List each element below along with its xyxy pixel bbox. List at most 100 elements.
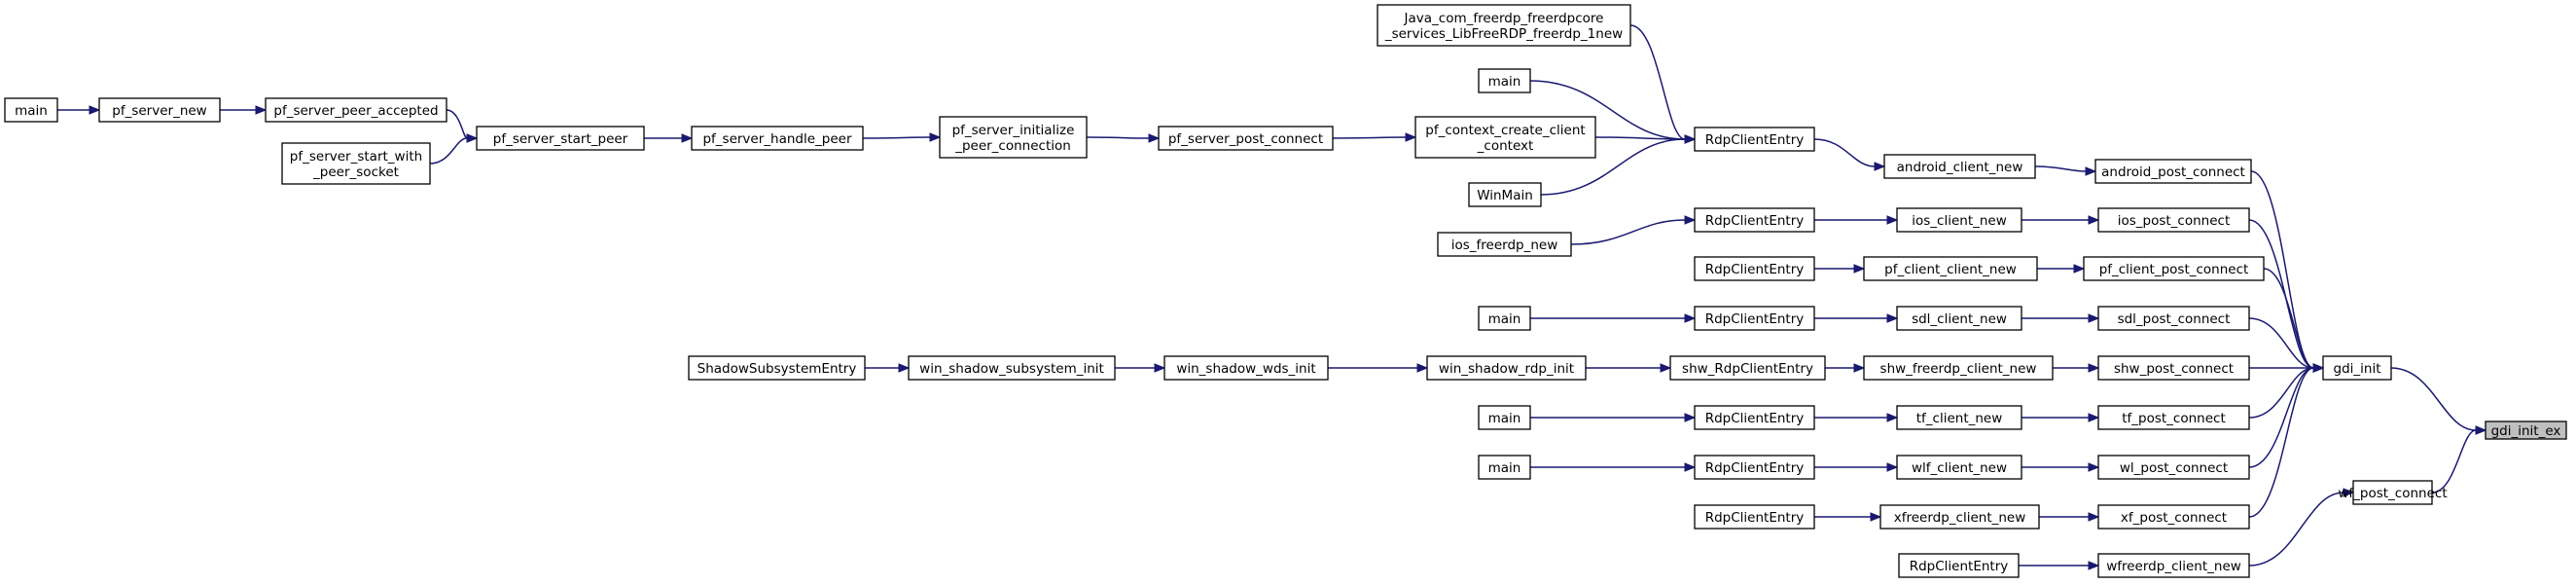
arrow-head	[2312, 363, 2325, 373]
edge-rdp-tf-to-tf-client-new	[1813, 413, 1899, 422]
node-main-android[interactable]: main	[1478, 68, 1531, 93]
node-wfreerdp-client-new[interactable]: wfreerdp_client_new	[2097, 553, 2250, 578]
arrow-head	[1853, 264, 1866, 274]
node-main-wlf[interactable]: main	[1478, 455, 1531, 480]
node-label: win_shadow_wds_init	[1176, 361, 1315, 377]
edge-line	[2034, 165, 2087, 172]
edge-xfreerdp-client-new-to-xf-post-connect	[2039, 512, 2100, 522]
node-rdp-tf[interactable]: RdpClientEntry	[1694, 405, 1815, 430]
edge-win-shadow-wds-init-to-win-shadow-rdp-init	[1327, 363, 1429, 373]
node-label: RdpClientEntry	[1705, 262, 1805, 277]
node-rdp-pf[interactable]: RdpClientEntry	[1694, 256, 1815, 281]
node-label: RdpClientEntry	[1705, 213, 1805, 229]
node-rdp-wf[interactable]: RdpClientEntry	[1898, 553, 2020, 578]
arrow-head	[466, 133, 479, 143]
arrow-head	[1684, 215, 1697, 225]
node-pf-server-post-connect[interactable]: pf_server_post_connect	[1158, 126, 1334, 151]
node-pf-client-client-new[interactable]: pf_client_client_new	[1863, 256, 2038, 281]
edge-rdp-sdl-to-sdl-client-new	[1814, 313, 1899, 323]
node-wl-post-connect[interactable]: wl_post_connect	[2097, 455, 2250, 480]
arrow-head	[1684, 413, 1697, 422]
node-label: android_post_connect	[2101, 165, 2245, 180]
node-rdp-sdl[interactable]: RdpClientEntry	[1694, 306, 1815, 331]
node-ios-freerdp-new[interactable]: ios_freerdp_new	[1437, 232, 1572, 257]
node-pf-server-new[interactable]: pf_server_new	[98, 97, 221, 123]
arrow-head	[1154, 363, 1166, 373]
node-main-pf[interactable]: main	[4, 97, 58, 123]
arrow-head	[1148, 133, 1161, 143]
node-rdp-xf[interactable]: RdpClientEntry	[1694, 504, 1815, 530]
node-rdp-wlf[interactable]: RdpClientEntry	[1694, 455, 1815, 480]
node-box	[2322, 355, 2392, 381]
arrow-head	[1660, 363, 1672, 373]
node-tf-client-new[interactable]: tf_client_new	[1896, 405, 2022, 430]
node-pf-context-create[interactable]: pf_context_create_client_context	[1414, 116, 1596, 159]
node-label: pf_server_peer_accepted	[273, 103, 438, 119]
node-main-tf[interactable]: main	[1478, 405, 1531, 430]
node-android-client-new[interactable]: android_client_new	[1883, 154, 2036, 179]
edge-shw-freerdp-client-new-to-shw-post-connect	[2052, 363, 2100, 373]
node-android-post-connect[interactable]: android_post_connect	[2094, 159, 2252, 184]
node-tf-post-connect[interactable]: tf_post_connect	[2097, 405, 2250, 430]
node-box	[2097, 355, 2250, 381]
arrow-head	[2088, 462, 2100, 472]
node-wlf-client-new[interactable]: wlf_client_new	[1896, 455, 2022, 480]
node-label: pf_context_create_client	[1425, 123, 1585, 138]
node-shw-freerdp-client-new[interactable]: shw_freerdp_client_new	[1863, 355, 2054, 381]
node-box	[1163, 355, 1329, 381]
arrow-head	[2475, 425, 2487, 435]
node-label: gdi_init_ex	[2491, 423, 2561, 439]
arrow-head	[1874, 162, 1886, 171]
node-win-shadow-wds-init[interactable]: win_shadow_wds_init	[1163, 355, 1329, 381]
node-win-shadow-subsystem-init[interactable]: win_shadow_subsystem_init	[908, 355, 1116, 381]
node-pf-server-initialize[interactable]: pf_server_initialize_peer_connection	[939, 116, 1088, 159]
edge-rdp-android-to-android-client-new	[1813, 138, 1886, 171]
node-ShadowSubsystemEntry[interactable]: ShadowSubsystemEntry	[688, 355, 866, 381]
node-pf-server-start-peer[interactable]: pf_server_start_peer	[476, 126, 645, 151]
node-pf-server-peer-accepted[interactable]: pf_server_peer_accepted	[265, 97, 447, 123]
node-box	[1898, 553, 2020, 578]
node-rdp-android[interactable]: RdpClientEntry	[1694, 127, 1815, 152]
node-label: main	[1488, 311, 1521, 327]
node-label: pf_client_client_new	[1884, 262, 2017, 277]
node-box	[1694, 256, 1815, 281]
node-xf-post-connect[interactable]: xf_post_connect	[2097, 504, 2250, 530]
node-label: shw_freerdp_client_new	[1880, 361, 2037, 377]
node-box	[2097, 455, 2250, 480]
edge-gdi-init-to-gdi-init-ex	[2390, 367, 2487, 435]
node-ios-client-new[interactable]: ios_client_new	[1896, 207, 2022, 233]
node-win-shadow-rdp-init[interactable]: win_shadow_rdp_init	[1426, 355, 1587, 381]
node-winmain[interactable]: WinMain	[1468, 182, 1542, 207]
node-shw-RdpClientEntry[interactable]: shw_RdpClientEntry	[1669, 355, 1826, 381]
node-box	[1478, 306, 1531, 331]
edge-line	[1813, 138, 1876, 167]
node-gdi-init[interactable]: gdi_init	[2322, 355, 2392, 381]
node-sdl-post-connect[interactable]: sdl_post_connect	[2097, 306, 2250, 331]
node-box	[265, 97, 447, 123]
edge-main-tf-to-rdp-tf	[1529, 413, 1697, 422]
arrow-head	[1870, 512, 1882, 522]
node-shw-post-connect[interactable]: shw_post_connect	[2097, 355, 2250, 381]
edge-line	[2390, 367, 2477, 431]
node-rdp-ios[interactable]: RdpClientEntry	[1694, 207, 1815, 233]
node-label: wl_post_connect	[2120, 460, 2228, 476]
node-pf-client-post-connect[interactable]: pf_client_post_connect	[2083, 256, 2265, 281]
node-java-new[interactable]: Java_com_freerdp_freerdpcore_services_Li…	[1377, 4, 1631, 47]
node-wf-post-connect[interactable]: wf_post_connect	[2338, 480, 2448, 505]
node-main-sdl[interactable]: main	[1478, 306, 1531, 331]
node-pf-server-handle-peer[interactable]: pf_server_handle_peer	[691, 126, 864, 151]
node-pf-server-start-with[interactable]: pf_server_start_with_peer_socket	[281, 142, 431, 185]
node-label: RdpClientEntry	[1705, 460, 1805, 476]
node-label: pf_server_start_peer	[493, 131, 628, 147]
node-xfreerdp-client-new[interactable]: xfreerdp_client_new	[1879, 504, 2040, 530]
node-ios-post-connect[interactable]: ios_post_connect	[2097, 207, 2250, 233]
edge-rdp-wlf-to-wlf-client-new	[1814, 462, 1899, 472]
node-gdi-init-ex[interactable]: gdi_init_ex	[2485, 420, 2567, 440]
edge-pf-server-new-to-pf-server-peer-accepted	[220, 105, 268, 115]
edges-layer	[57, 24, 2487, 570]
arrow-head	[1886, 462, 1899, 472]
node-sdl-client-new[interactable]: sdl_client_new	[1896, 306, 2022, 331]
node-box	[2352, 480, 2433, 505]
node-label: pf_server_start_with	[290, 149, 422, 165]
arrow-head	[1853, 363, 1866, 373]
